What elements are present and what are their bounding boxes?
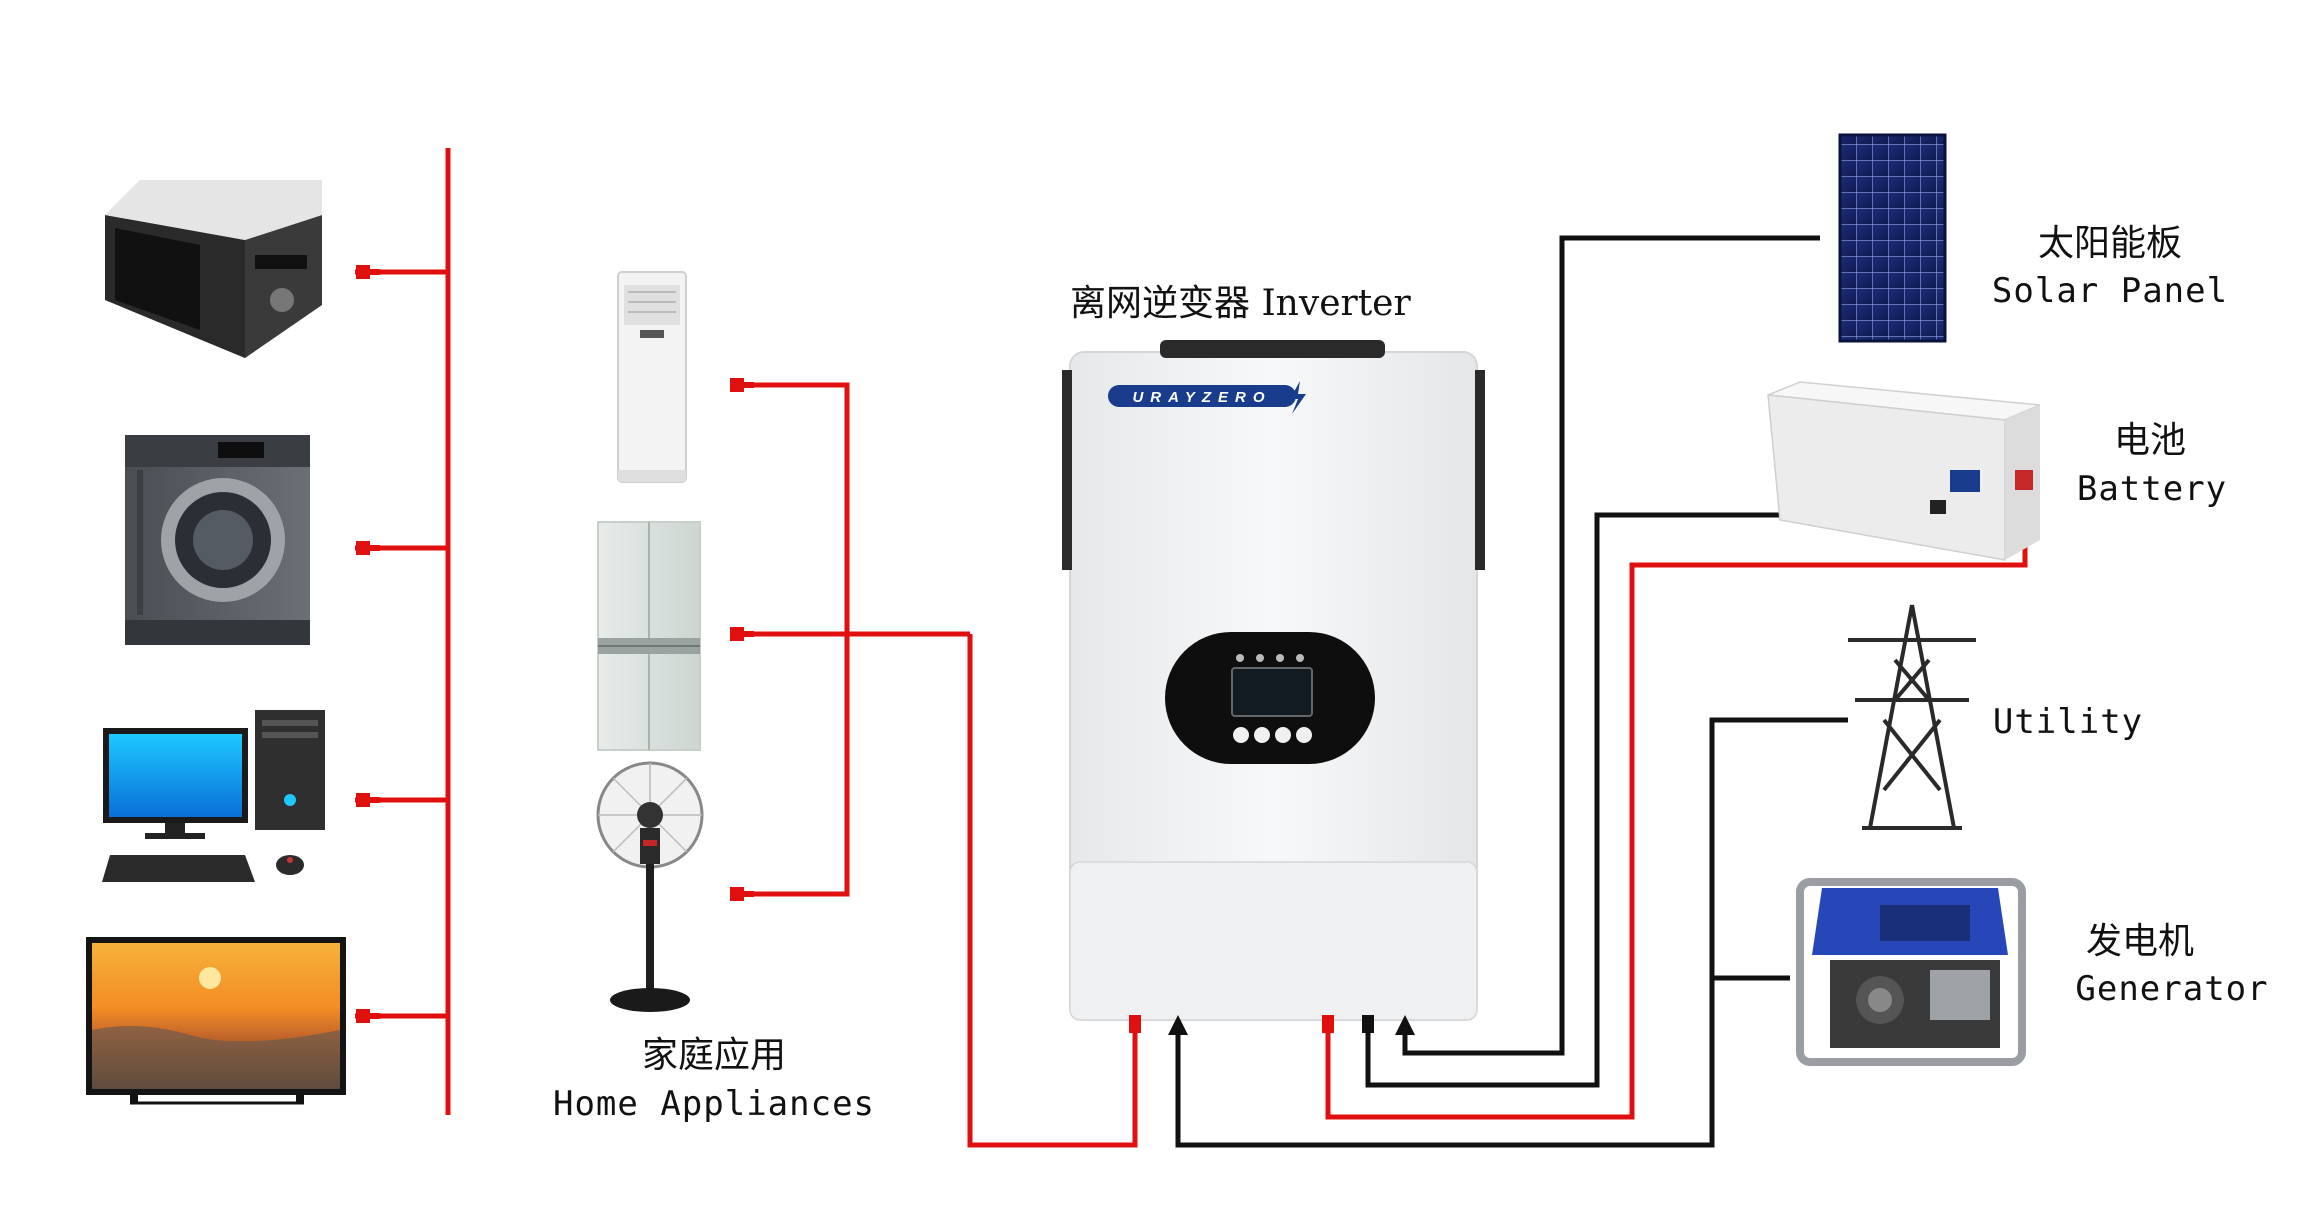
utility-in-arrow bbox=[1168, 1015, 1188, 1035]
brand-badge bbox=[1108, 385, 1296, 407]
generator-image bbox=[1796, 878, 2026, 1066]
ac-out-terminal bbox=[1129, 1015, 1141, 1033]
battery-pos-terminal bbox=[1322, 1015, 1334, 1033]
utility-label: Utility bbox=[1993, 702, 2143, 742]
battery-pos-line bbox=[1325, 490, 2028, 1120]
solar-in-arrow bbox=[1395, 1015, 1415, 1035]
generator-label-en: Generator bbox=[2075, 969, 2268, 1009]
labels: 离网逆变器 Inverter 家庭应用 Home Appliances 太阳能板… bbox=[553, 223, 2268, 1124]
battery-label-cn: 电池 bbox=[2114, 420, 2186, 461]
ac-output-line bbox=[967, 634, 1138, 1148]
plug-computer bbox=[356, 793, 380, 807]
solar-panel-label-en: Solar Panel bbox=[1992, 271, 2228, 311]
microwave-oven-image bbox=[105, 180, 322, 358]
washing-machine-image bbox=[125, 435, 310, 645]
plug-fridge bbox=[730, 627, 754, 641]
ac-bus-middle bbox=[730, 382, 850, 897]
wiring bbox=[355, 148, 2028, 1148]
solar-panel-image bbox=[1838, 133, 1947, 343]
plug-tv bbox=[356, 1009, 380, 1023]
battery-image bbox=[1767, 381, 2041, 561]
generator-label-cn: 发电机 bbox=[2086, 921, 2194, 962]
plug-ac bbox=[730, 378, 754, 392]
battery-label-en: Battery bbox=[2077, 469, 2227, 509]
utility-input-line bbox=[1175, 717, 1848, 1148]
terminals bbox=[1129, 1015, 1415, 1035]
battery-neg-terminal bbox=[1362, 1015, 1374, 1033]
lcd-display bbox=[1231, 667, 1313, 717]
plug-washer bbox=[356, 541, 380, 555]
solar-input-line bbox=[1402, 235, 1820, 1056]
status-leds bbox=[1236, 654, 1304, 662]
television-image bbox=[86, 937, 346, 1105]
brand-logo: URAYZERO bbox=[1132, 389, 1271, 406]
home-appliances-label-en: Home Appliances bbox=[553, 1084, 875, 1124]
control-panel bbox=[1165, 632, 1375, 764]
plug-fan bbox=[730, 887, 754, 901]
control-buttons bbox=[1233, 727, 1312, 743]
battery-neg-line bbox=[1365, 512, 1935, 1088]
desktop-computer-image bbox=[102, 710, 325, 882]
home-appliances-label-cn: 家庭应用 bbox=[642, 1035, 786, 1076]
solar-panel-label-cn: 太阳能板 bbox=[2038, 223, 2182, 264]
refrigerator-image bbox=[597, 521, 701, 751]
plug-microwave bbox=[356, 265, 380, 279]
electric-fan-image bbox=[596, 761, 704, 1012]
inverter-title: 离网逆变器 Inverter bbox=[1070, 283, 1411, 324]
inverter-unit: URAYZERO bbox=[1062, 340, 1485, 1035]
plugs bbox=[356, 265, 754, 1023]
utility-tower-image bbox=[1848, 604, 1976, 830]
bolt-icon bbox=[1290, 381, 1306, 414]
air-conditioner-image bbox=[617, 271, 687, 483]
